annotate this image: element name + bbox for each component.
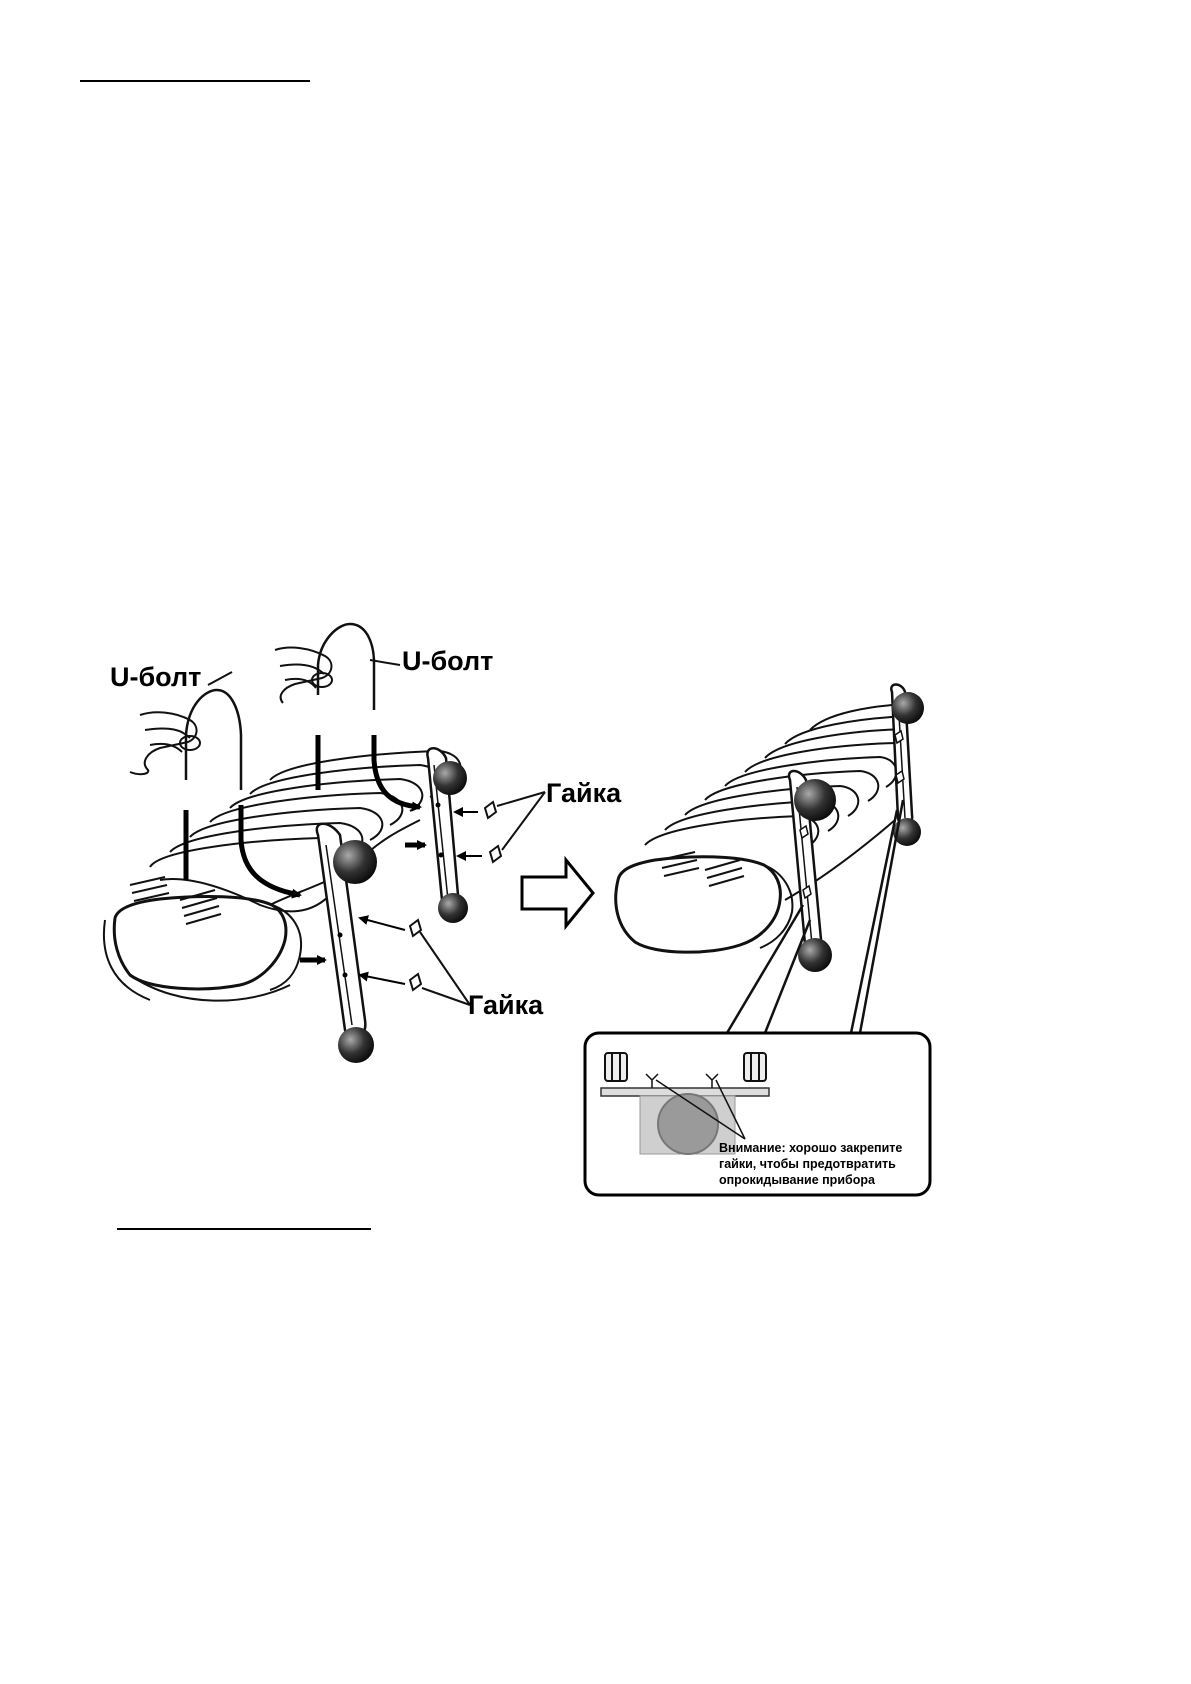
caster-detail-right	[743, 1052, 767, 1082]
detail-callout-lines	[725, 799, 905, 1034]
transition-arrow-icon	[520, 855, 595, 931]
label-nut-lower: Гайка	[468, 990, 544, 1020]
heater-after	[614, 703, 913, 954]
hand-right	[274, 646, 333, 704]
nut-arrows	[358, 807, 482, 985]
top-rule	[80, 80, 310, 82]
heater-before	[103, 749, 462, 1002]
wing-nut-detail	[645, 1073, 719, 1088]
hand-left	[129, 711, 201, 776]
detail-note-line-1: Внимание: хорошо закрепите	[719, 1141, 902, 1155]
detail-note-line-3: опрокидывание прибора	[719, 1173, 876, 1187]
u-bolt-right	[315, 622, 422, 812]
caster-bracket-front	[315, 822, 377, 1063]
detail-inset: Внимание: хорошо закрепите гайки, чтобы …	[583, 1031, 932, 1197]
nut-callout-lines	[207, 659, 546, 1006]
caster-bracket-front-installed	[787, 769, 836, 972]
caster-bracket-rear	[426, 747, 468, 923]
caster-bracket-rear-installed	[890, 683, 924, 846]
wing-nuts	[408, 800, 503, 992]
label-u-bolt-left: U-болт	[110, 662, 201, 692]
label-nut-upper: Гайка	[546, 778, 622, 808]
caster-detail-left	[604, 1052, 628, 1082]
bottom-rule	[117, 1228, 371, 1230]
u-bolt-left	[183, 688, 302, 899]
label-u-bolt-right: U-болт	[402, 646, 493, 676]
detail-note-line-2: гайки, чтобы предотвратить	[719, 1157, 896, 1171]
